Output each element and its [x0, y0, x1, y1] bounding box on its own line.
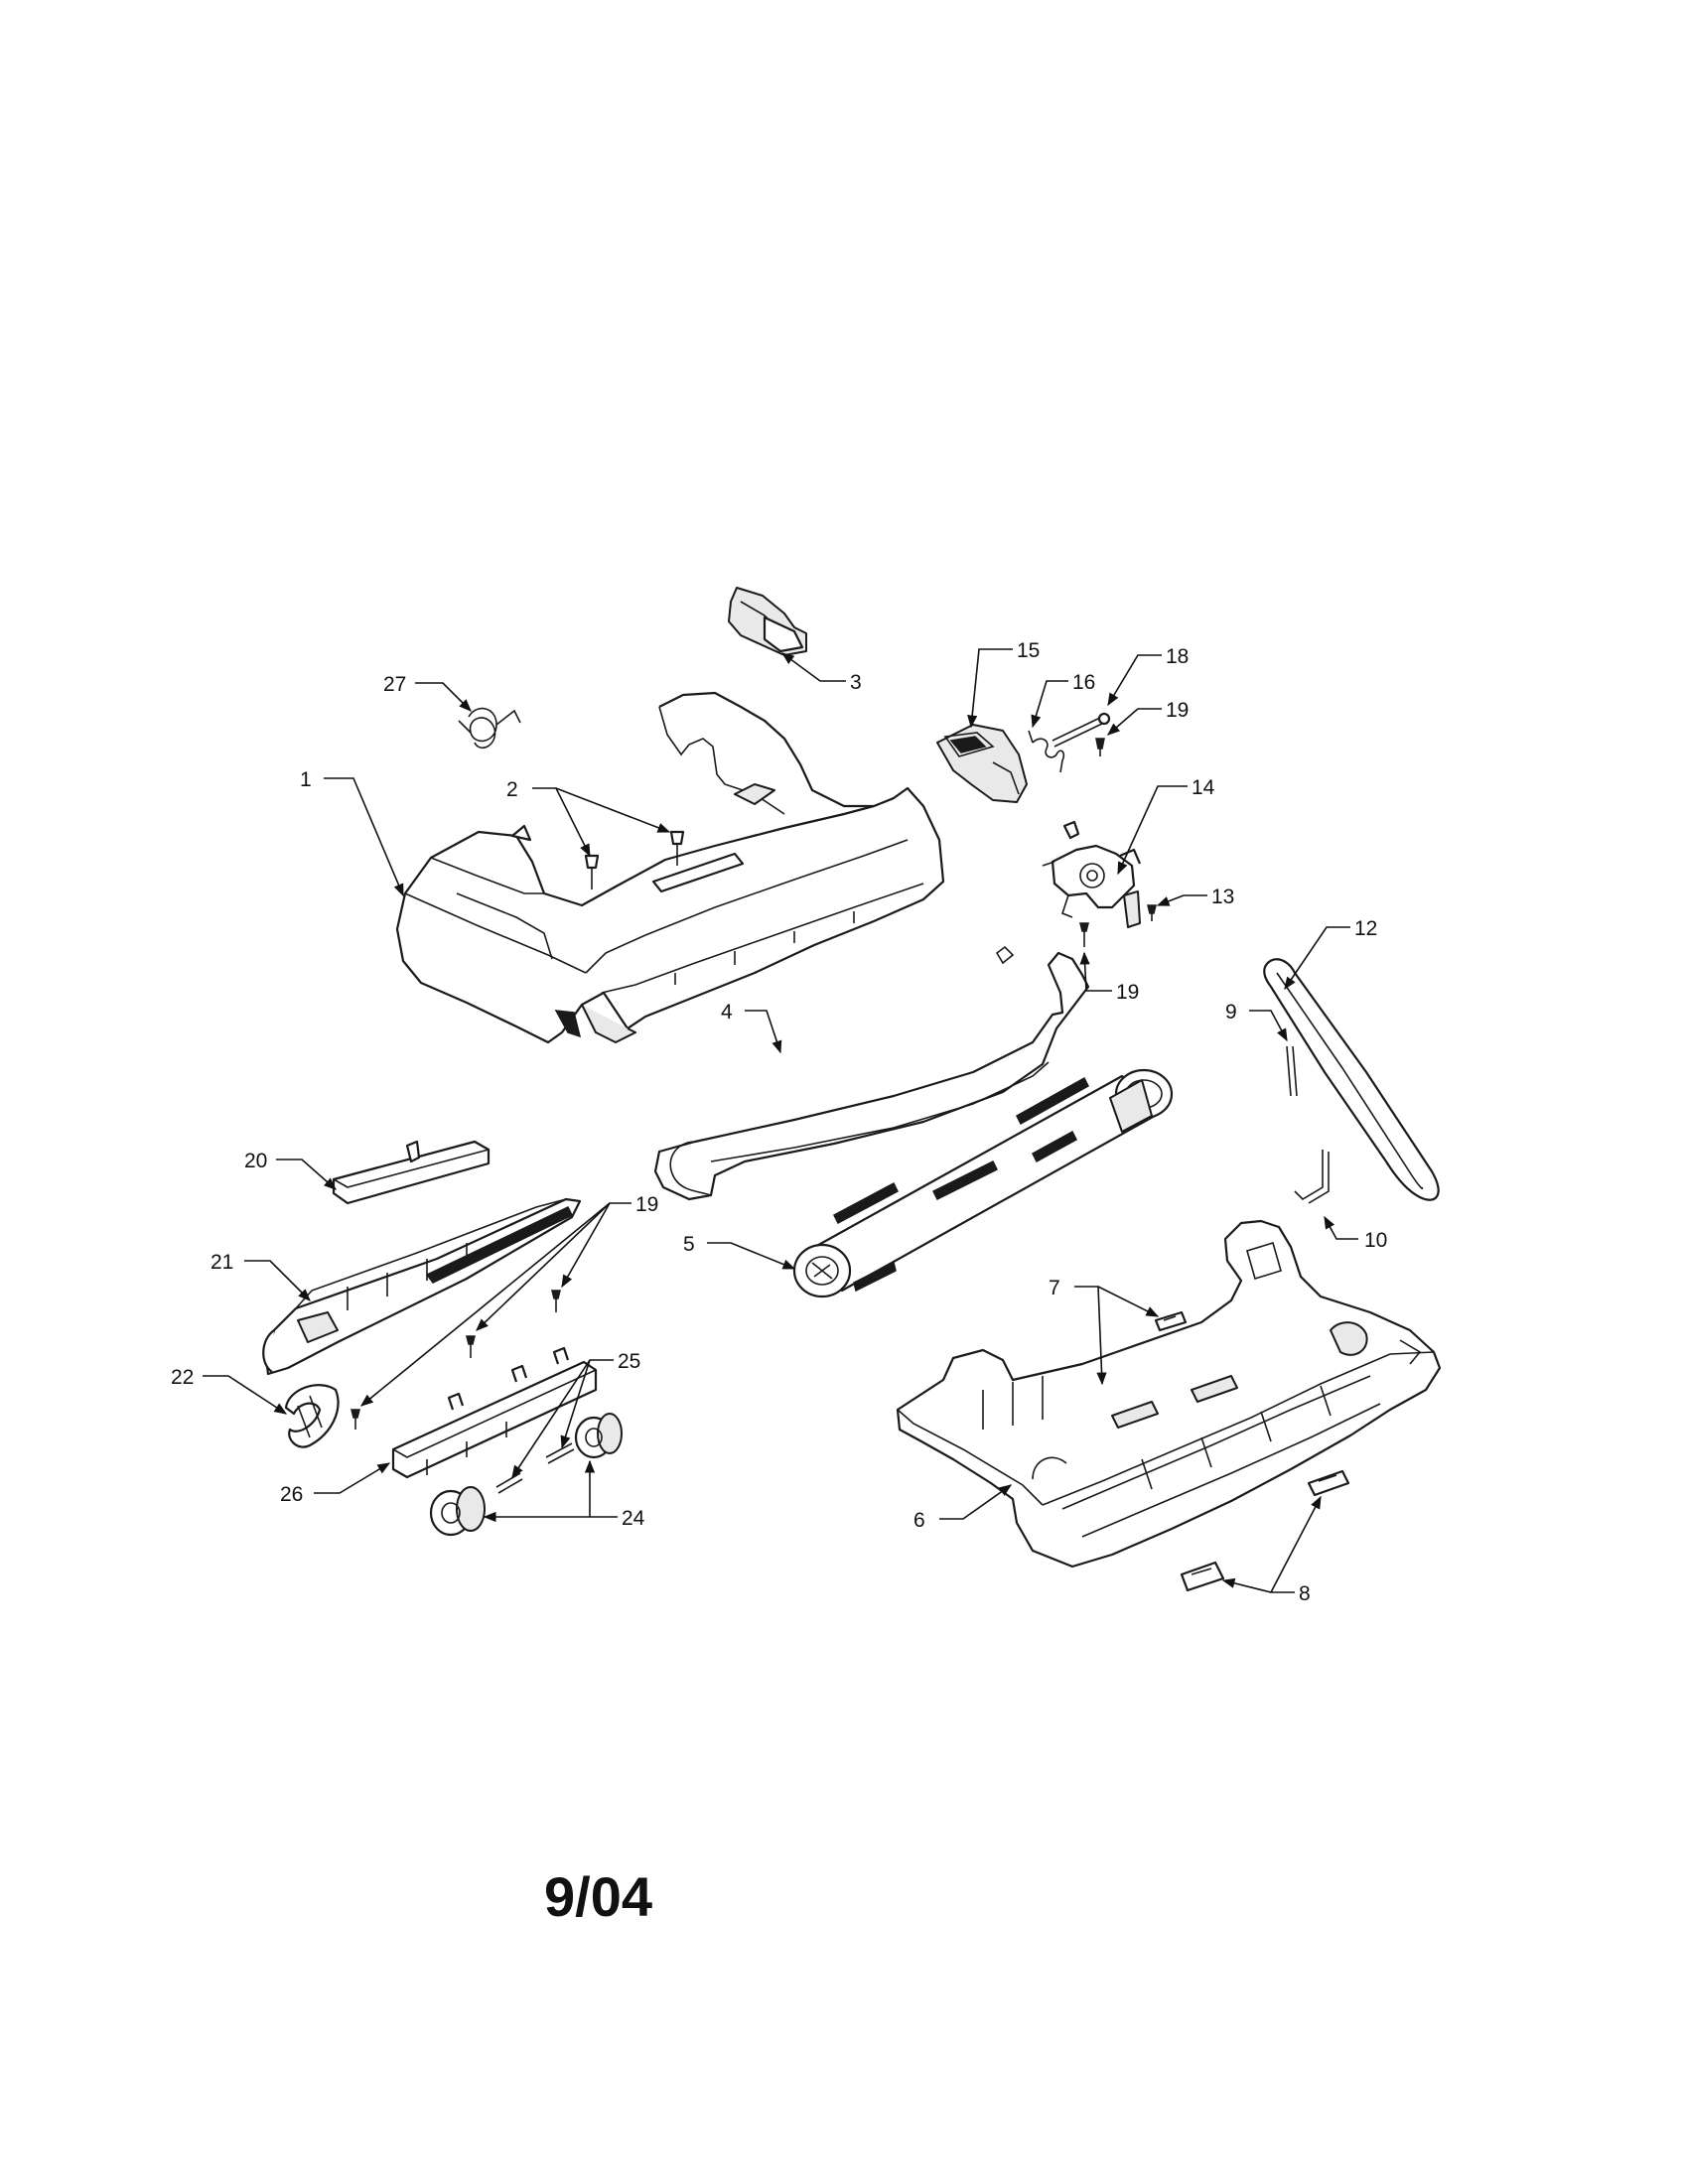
- callout-21: 21: [210, 1251, 233, 1274]
- part-2-screws[interactable]: [584, 830, 685, 889]
- callout-3: 3: [850, 671, 862, 694]
- part-25-axles[interactable]: [495, 1442, 575, 1494]
- part-27-spring[interactable]: [458, 707, 521, 749]
- callout-7: 7: [1049, 1277, 1060, 1299]
- part-1-nozzle-cover[interactable]: [395, 691, 945, 1044]
- callout-14: 14: [1192, 776, 1215, 799]
- part-15-latch[interactable]: [936, 724, 1028, 803]
- part-20-strip[interactable]: [332, 1140, 491, 1205]
- leader-lines: [203, 648, 1358, 1593]
- part-16-spring[interactable]: [1028, 730, 1065, 773]
- callout-22: 22: [171, 1366, 194, 1389]
- callout-9: 9: [1225, 1001, 1237, 1024]
- part-3-pedal[interactable]: [728, 587, 807, 656]
- callout-26: 26: [280, 1483, 303, 1506]
- callout-20: 20: [244, 1150, 267, 1172]
- callout-1: 1: [300, 768, 312, 791]
- callout-27: 27: [383, 673, 406, 696]
- callout-10: 10: [1364, 1229, 1387, 1252]
- part-13-screw[interactable]: [1147, 904, 1157, 921]
- revision-date: 9/04: [544, 1865, 652, 1928]
- callout-4: 4: [721, 1001, 733, 1024]
- callout-19-left: 19: [635, 1193, 658, 1216]
- part-9-pin[interactable]: [1286, 1045, 1298, 1097]
- part-10-rod[interactable]: [1294, 1150, 1330, 1204]
- part-6-base[interactable]: [896, 1219, 1442, 1569]
- callout-18: 18: [1166, 645, 1189, 668]
- part-18-pin[interactable]: [1052, 712, 1111, 748]
- callout-25: 25: [618, 1350, 640, 1373]
- part-26-axle-bracket[interactable]: [391, 1346, 598, 1479]
- part-24-wheels[interactable]: [429, 1413, 623, 1537]
- part-5-brushroll[interactable]: [792, 1068, 1174, 1298]
- part-19-screw-mid[interactable]: [1079, 922, 1089, 947]
- part-12-belt[interactable]: [1263, 958, 1440, 1201]
- callout-2: 2: [506, 778, 518, 801]
- callout-6: 6: [913, 1509, 925, 1532]
- callout-24: 24: [622, 1507, 645, 1530]
- callout-16: 16: [1072, 671, 1095, 694]
- callout-19-mid: 19: [1116, 981, 1139, 1004]
- callout-19-top: 19: [1166, 699, 1189, 722]
- part-21-housing[interactable]: [262, 1197, 582, 1376]
- callout-15: 15: [1017, 639, 1040, 662]
- callout-8: 8: [1299, 1582, 1311, 1605]
- part-19-screw-top[interactable]: [1095, 738, 1105, 756]
- callout-12: 12: [1354, 917, 1377, 940]
- part-22-end-cap[interactable]: [284, 1384, 340, 1448]
- part-19-screws-left[interactable]: [351, 1290, 561, 1430]
- callout-5: 5: [683, 1233, 695, 1256]
- callout-labels: 1 2 3 4 5 6 7 8 9 10 12 13 14 15 16 18 1…: [171, 639, 1387, 1605]
- part-14-bracket[interactable]: [1042, 820, 1142, 928]
- callout-13: 13: [1211, 886, 1234, 908]
